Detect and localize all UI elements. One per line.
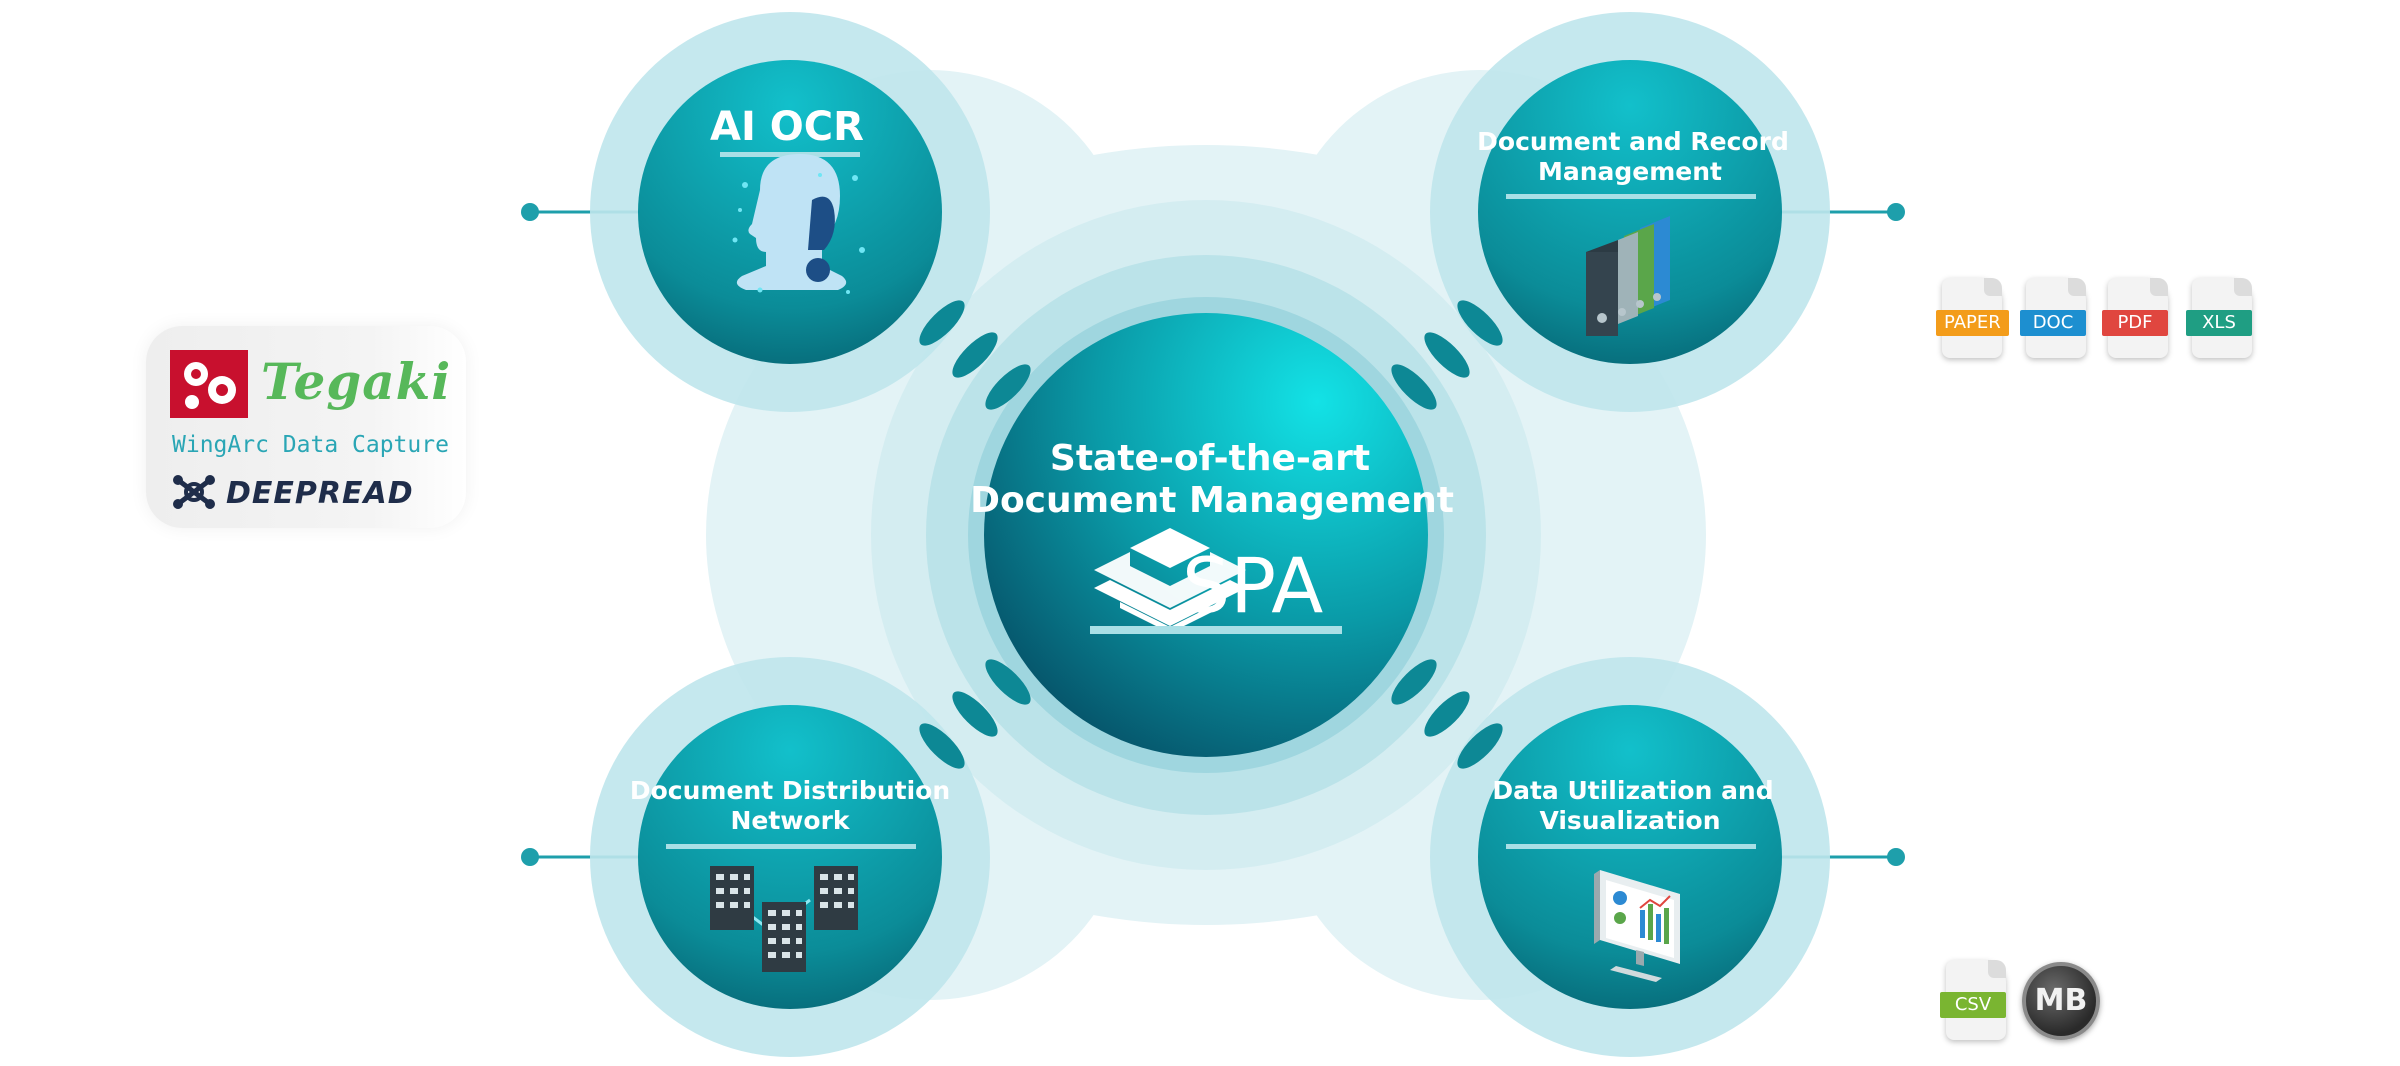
dot-bottom-right [1887, 848, 1905, 866]
node-record-management: Document and Record Management [1477, 60, 1789, 364]
center-node: State-of-the-art Document Management SPA [970, 313, 1454, 757]
doc-label: DOC [2020, 310, 2086, 336]
center-underline [1090, 626, 1342, 634]
distribution-underline [666, 844, 916, 849]
deepread-drone-icon [173, 475, 215, 509]
spa-stack-icon [1094, 528, 1246, 633]
visualization-title-line1: Data Utilization and [1492, 776, 1773, 805]
connector-dots [521, 203, 1905, 866]
visualization-underline [1506, 844, 1756, 849]
center-title-line1: State-of-the-art [1050, 438, 1370, 479]
deepread-logo-text: DEEPREAD [226, 476, 414, 511]
xls-label: XLS [2186, 310, 2252, 336]
spa-product-name: SPA [1182, 541, 1323, 630]
distribution-title-line2: Network [730, 806, 850, 835]
tegaki-logo-text: Tegaki [261, 352, 452, 411]
node-distribution-network: Document Distribution Network [630, 705, 950, 1009]
pdf-label: PDF [2102, 310, 2168, 336]
node-data-visualization: Data Utilization and Visualization [1478, 705, 1782, 1009]
partner-logos-panel: Tegaki WingArc Data Capture DEEPREAD [146, 326, 466, 528]
xls-file-icon: XLS [2186, 278, 2256, 358]
pdf-file-icon: PDF [2102, 278, 2172, 358]
center-title-line2: Document Management [970, 480, 1454, 521]
paper-label: PAPER [1936, 310, 2009, 336]
tegaki-gears-icon [170, 350, 248, 418]
paper-file-icon: PAPER [1936, 278, 2009, 358]
csv-label: CSV [1940, 992, 2006, 1018]
records-title-line1: Document and Record [1477, 127, 1789, 156]
mb-logo-icon: MB [2022, 962, 2100, 1040]
wingarc-logo-text: WingArc Data Capture [172, 432, 449, 458]
dot-bottom-left [521, 848, 539, 866]
monitor-chart-icon [1594, 870, 1680, 982]
ai-head-icon [732, 154, 865, 294]
arc-connectors [919, 300, 1503, 769]
visualization-title-line2: Visualization [1539, 806, 1720, 835]
dot-top-left [521, 203, 539, 221]
binders-icon [1586, 216, 1670, 336]
records-title-line2: Management [1538, 157, 1722, 186]
records-underline [1506, 194, 1756, 199]
mb-logo-text: MB [2034, 983, 2088, 1018]
csv-file-icon: CSV [1940, 960, 2010, 1040]
ai-ocr-title: AI OCR [710, 104, 864, 150]
distribution-title-line1: Document Distribution [630, 776, 950, 805]
buildings-icon [710, 866, 858, 972]
doc-file-icon: DOC [2020, 278, 2090, 358]
ai-ocr-underline [720, 152, 860, 157]
dot-top-right [1887, 203, 1905, 221]
node-ai-ocr: AI OCR [638, 60, 942, 364]
